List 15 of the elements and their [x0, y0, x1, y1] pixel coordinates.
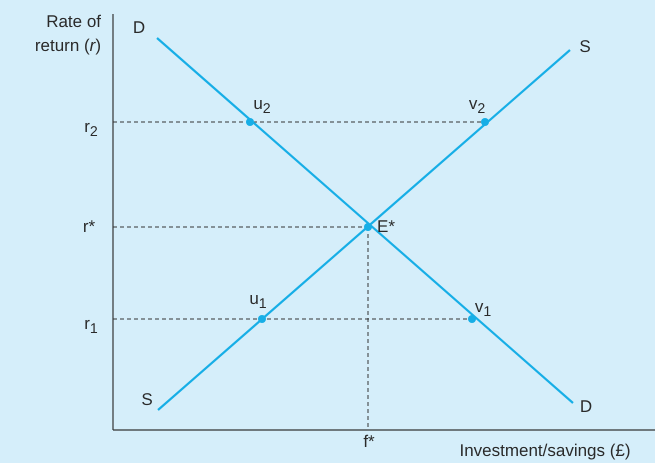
- axis-label: u$_{2}$: [253, 94, 271, 118]
- axis-label: u$_{1}$: [249, 288, 267, 314]
- axis-label: E*: [377, 216, 395, 238]
- axis-label: r$_{2}$: [84, 116, 98, 142]
- axis-label: r$_{1}$: [84, 314, 98, 338]
- axis-label: S: [141, 390, 153, 410]
- axis-label: r*: [82, 216, 96, 238]
- axis-label: D: [132, 18, 146, 38]
- axis-label: v$_{2}$: [468, 94, 486, 118]
- axis-label: D: [580, 396, 592, 418]
- axis-label: f*: [363, 432, 375, 452]
- axis-label: v$_{1}$: [474, 296, 492, 322]
- x-axis-title: Investment/savings (£): [460, 440, 630, 462]
- y-axis-title: Rate of return (r): [34, 11, 101, 57]
- axis-label: S: [579, 36, 591, 58]
